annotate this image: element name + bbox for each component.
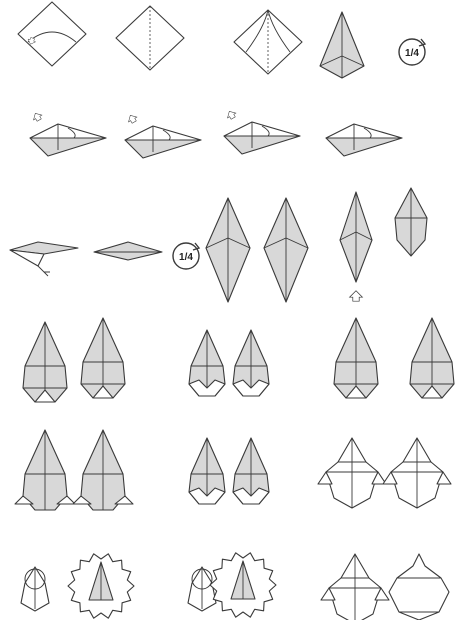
body-folds [23, 322, 67, 402]
step-6 [29, 112, 107, 157]
rotate-arrowhead [192, 242, 201, 251]
step-10 [9, 241, 79, 277]
step-21 [333, 317, 379, 399]
flat-lower [9, 249, 45, 267]
body-small-folds [191, 330, 223, 396]
body-tail [345, 385, 367, 399]
step-17 [22, 321, 68, 403]
step-26 [232, 437, 270, 505]
turtle-folds [391, 438, 443, 508]
step-16 [394, 187, 428, 257]
turtle-flippers [382, 471, 452, 485]
body-tail [92, 385, 114, 399]
kite-folds [152, 126, 171, 152]
body-small-legs [232, 487, 270, 505]
step-19 [188, 329, 226, 397]
step-18 [80, 317, 126, 399]
kite-lower [29, 137, 107, 157]
body-tail [34, 389, 56, 403]
step-1 [17, 1, 87, 67]
kite-upper [124, 125, 202, 141]
body-small-legs [232, 379, 270, 397]
direction-mark [37, 265, 50, 277]
push-arrow-icon [33, 112, 43, 122]
up-arrow-icon [348, 290, 364, 302]
step-33 [320, 553, 390, 620]
step-34 [388, 553, 450, 620]
kite-lower [223, 135, 301, 155]
turtle-final-folds [397, 577, 441, 613]
body-folds [410, 318, 454, 398]
turtle-folds [329, 554, 381, 620]
push-arrow-icon [227, 110, 237, 120]
body-small-folds [235, 438, 267, 504]
body-legs [14, 495, 76, 505]
step-20 [232, 329, 270, 397]
step-31 [187, 566, 217, 612]
turtle-flippers [320, 587, 390, 601]
square-paper [17, 1, 87, 67]
step-13 [205, 197, 251, 303]
kite-upper [223, 121, 301, 137]
rotate-arrowhead [418, 38, 427, 47]
rotate-icon [172, 242, 200, 270]
tall-folds [339, 192, 373, 282]
step-32 [209, 552, 277, 618]
step-5: 1/4 [398, 38, 427, 66]
curve-creases [245, 9, 291, 53]
step-8 [223, 110, 301, 155]
step-23 [14, 429, 76, 511]
step-11 [93, 241, 163, 261]
step-9 [325, 123, 403, 157]
fold-arrow-icon [27, 37, 37, 45]
push-arrow-icon [128, 114, 138, 124]
kite-folds [353, 124, 372, 150]
kite-lower [124, 139, 202, 159]
step-29 [20, 566, 50, 612]
step-27 [317, 437, 387, 509]
turtle-flippers [317, 471, 387, 485]
rotate-label: 1/4 [405, 48, 419, 59]
step-12: 1/4 [172, 242, 201, 270]
step-4 [319, 11, 365, 79]
rotate-icon [398, 38, 426, 66]
kite-folds [319, 12, 365, 78]
turtle-folds [326, 438, 378, 508]
body-folds [83, 430, 123, 510]
step-25 [188, 437, 226, 505]
short-folds [395, 188, 427, 256]
kite-upper [325, 123, 403, 139]
body-small-folds [235, 330, 267, 396]
step-22 [409, 317, 455, 399]
step-15 [339, 191, 373, 302]
body-folds [81, 318, 125, 398]
tall-folds [205, 198, 251, 302]
body-folds [25, 430, 65, 510]
rotate-label: 1/4 [179, 252, 193, 263]
step-3 [233, 9, 303, 75]
tall-folds [263, 198, 309, 302]
kite-folds [57, 124, 76, 150]
step-7 [124, 114, 202, 159]
kite-upper [29, 123, 107, 139]
kite-lower [325, 137, 403, 157]
body-small-legs [188, 487, 226, 505]
step-24 [72, 429, 134, 511]
flat-diamond-paper [93, 241, 163, 261]
step-14 [263, 197, 309, 303]
body-legs [72, 495, 134, 505]
step-2 [115, 5, 185, 71]
body-small-legs [188, 379, 226, 397]
body-tail [421, 385, 443, 399]
body-small-folds [191, 438, 223, 504]
turtle-final-shell [388, 553, 450, 620]
step-30 [67, 553, 135, 619]
body-folds [334, 318, 378, 398]
step-28 [382, 437, 452, 509]
kite-folds [251, 122, 270, 148]
